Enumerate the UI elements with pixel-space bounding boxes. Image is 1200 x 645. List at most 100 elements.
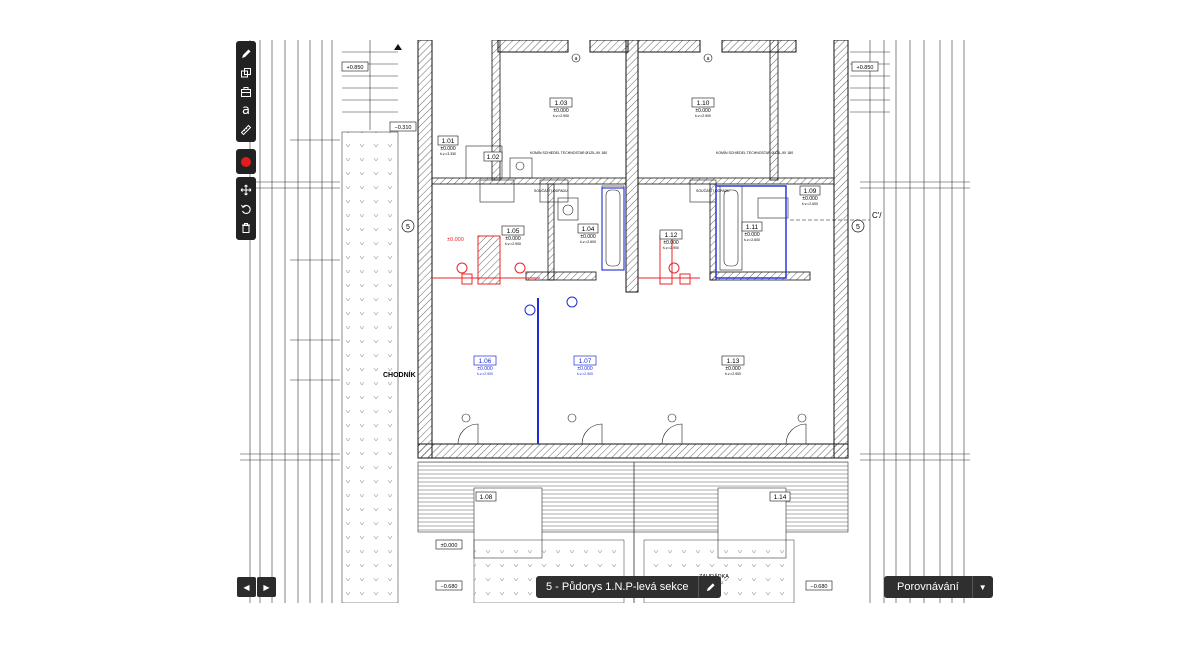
grid-a-label: a bbox=[707, 56, 710, 62]
room-number: 1.04 bbox=[582, 226, 595, 233]
move-icon bbox=[240, 184, 252, 195]
room-level: ±0.000 bbox=[725, 366, 740, 372]
drawing-viewer[interactable]: CHODNÍK bbox=[230, 40, 974, 603]
room-note: š.v.=2.900 bbox=[663, 246, 679, 250]
outer-walls bbox=[417, 40, 849, 459]
undo-icon bbox=[241, 204, 251, 214]
edit-sheet-button[interactable] bbox=[698, 576, 721, 598]
level-tags: +0.850 +0.850 −0.310 ±0.000 −0.680 −0.68… bbox=[341, 61, 879, 591]
grid-markers: 5 5 C'/ a a bbox=[394, 44, 882, 233]
chimney-note: KOMÍN SCHIEDEL TECHNOSTAR Ø125–9X 180 bbox=[530, 151, 607, 155]
right-dimension-lines bbox=[860, 40, 970, 603]
undo-tool[interactable] bbox=[236, 199, 256, 218]
pencil-tool[interactable] bbox=[236, 44, 256, 63]
room-number: 1.05 bbox=[507, 228, 520, 235]
room-number: 1.12 bbox=[665, 232, 678, 239]
room-number: 1.14 bbox=[774, 494, 787, 501]
walkway bbox=[341, 131, 399, 603]
room-note: š.v.=2.900 bbox=[505, 242, 521, 246]
pencil-icon bbox=[242, 49, 251, 58]
rooms-black: 1.03 ±0.000 š.v.=2.900 1.10 ±0.000 š.v.=… bbox=[437, 97, 821, 376]
walkway-label: CHODNÍK bbox=[383, 370, 416, 379]
room-level: ±0.000 bbox=[695, 108, 710, 114]
room-level: ±0.000 bbox=[744, 232, 759, 238]
compare-control: Porovnávání ▼ bbox=[884, 576, 993, 598]
wc-note: SOUČÁSTI ODPADU bbox=[534, 188, 568, 193]
left-stairs bbox=[342, 40, 398, 130]
red-level-label: ±0.000 bbox=[447, 237, 464, 243]
room-level: ±0.000 bbox=[663, 240, 678, 246]
svg-text:+0.850: +0.850 bbox=[857, 65, 874, 71]
page-navigation: ◀ ▶ bbox=[237, 577, 276, 597]
svg-text:−0.310: −0.310 bbox=[395, 125, 412, 131]
chevron-left-icon: ◀ bbox=[243, 582, 250, 592]
room-number: 1.10 bbox=[697, 100, 710, 107]
stamp-tool[interactable] bbox=[236, 82, 256, 101]
room-number: 1.06 bbox=[479, 358, 492, 365]
compare-dropdown-button[interactable]: ▼ bbox=[971, 576, 993, 598]
room-number: 1.08 bbox=[480, 494, 493, 501]
text-icon: a bbox=[242, 103, 250, 118]
room-note: š.v.=2.900 bbox=[577, 372, 593, 376]
markup-toolbar: a bbox=[236, 41, 256, 142]
svg-text:−0.680: −0.680 bbox=[811, 584, 828, 590]
blue-markup bbox=[524, 185, 787, 444]
room-number: 1.09 bbox=[804, 188, 817, 195]
sheet-title: 5 - Půdorys 1.N.P-levá sekce bbox=[546, 581, 689, 593]
room-note: š.v.=3.330 bbox=[440, 152, 456, 156]
record-button[interactable] bbox=[236, 152, 256, 171]
grid-c-label: C'/ bbox=[872, 211, 882, 220]
move-tool[interactable] bbox=[236, 180, 256, 199]
svg-text:±0.000: ±0.000 bbox=[441, 543, 458, 549]
stamp-icon bbox=[241, 86, 251, 97]
room-number: 1.07 bbox=[579, 358, 592, 365]
room-level: ±0.000 bbox=[440, 146, 455, 152]
svg-text:−0.680: −0.680 bbox=[441, 584, 458, 590]
record-icon bbox=[241, 156, 251, 167]
room-number: 1.02 bbox=[487, 154, 500, 161]
fixtures bbox=[465, 145, 789, 271]
room-level: ±0.000 bbox=[553, 108, 568, 114]
room-number: 1.13 bbox=[727, 358, 740, 365]
prev-page-button[interactable]: ◀ bbox=[237, 577, 256, 597]
chevron-right-icon: ▶ bbox=[263, 582, 270, 592]
record-toolbar bbox=[236, 149, 256, 174]
left-dimension-lines bbox=[240, 40, 340, 603]
room-level: ±0.000 bbox=[577, 366, 592, 372]
edit-toolbar bbox=[236, 177, 256, 240]
room-number: 1.03 bbox=[555, 100, 568, 107]
room-note: š.v.=2.900 bbox=[553, 114, 569, 118]
svg-text:+0.850: +0.850 bbox=[347, 65, 364, 71]
room-level: ±0.000 bbox=[505, 236, 520, 242]
grid-5-left: 5 bbox=[406, 224, 410, 231]
rooms-blue: 1.06 ±0.000 š.v.=2.900 1.07 ±0.000 š.v.=… bbox=[473, 355, 597, 376]
shapes-tool[interactable] bbox=[236, 63, 256, 82]
ruler-icon bbox=[240, 124, 252, 135]
ruler-tool[interactable] bbox=[236, 120, 256, 139]
trash-icon bbox=[242, 222, 250, 233]
room-note: š.v.=2.900 bbox=[695, 114, 711, 118]
sheet-selector[interactable]: 5 - Půdorys 1.N.P-levá sekce bbox=[536, 576, 722, 598]
room-note: š.v.=2.600 bbox=[802, 202, 818, 206]
room-level: ±0.000 bbox=[477, 366, 492, 372]
grid-5-right: 5 bbox=[856, 224, 860, 231]
delete-tool[interactable] bbox=[236, 218, 256, 237]
chimney-note: KOMÍN SCHIEDEL TECHNOSTAR Ø125–9X 180 bbox=[716, 151, 793, 155]
next-page-button[interactable]: ▶ bbox=[257, 577, 276, 597]
room-note: š.v.=2.600 bbox=[580, 240, 596, 244]
text-tool[interactable]: a bbox=[236, 101, 256, 120]
doors bbox=[457, 413, 807, 445]
caret-down-icon: ▼ bbox=[978, 582, 987, 592]
compare-button[interactable]: Porovnávání bbox=[897, 581, 959, 593]
room-level: ±0.000 bbox=[580, 234, 595, 240]
grid-a-label: a bbox=[575, 56, 578, 62]
room-number: 1.01 bbox=[442, 138, 455, 145]
room-note: š.v.=2.900 bbox=[477, 372, 493, 376]
pencil-icon bbox=[706, 582, 715, 591]
room-level: ±0.000 bbox=[802, 196, 817, 202]
floor-plan-drawing[interactable]: CHODNÍK bbox=[230, 40, 974, 603]
shapes-icon bbox=[241, 67, 251, 77]
room-number: 1.11 bbox=[746, 224, 759, 231]
room-note: š.v.=2.600 bbox=[744, 238, 760, 242]
room-note: š.v.=2.900 bbox=[725, 372, 741, 376]
